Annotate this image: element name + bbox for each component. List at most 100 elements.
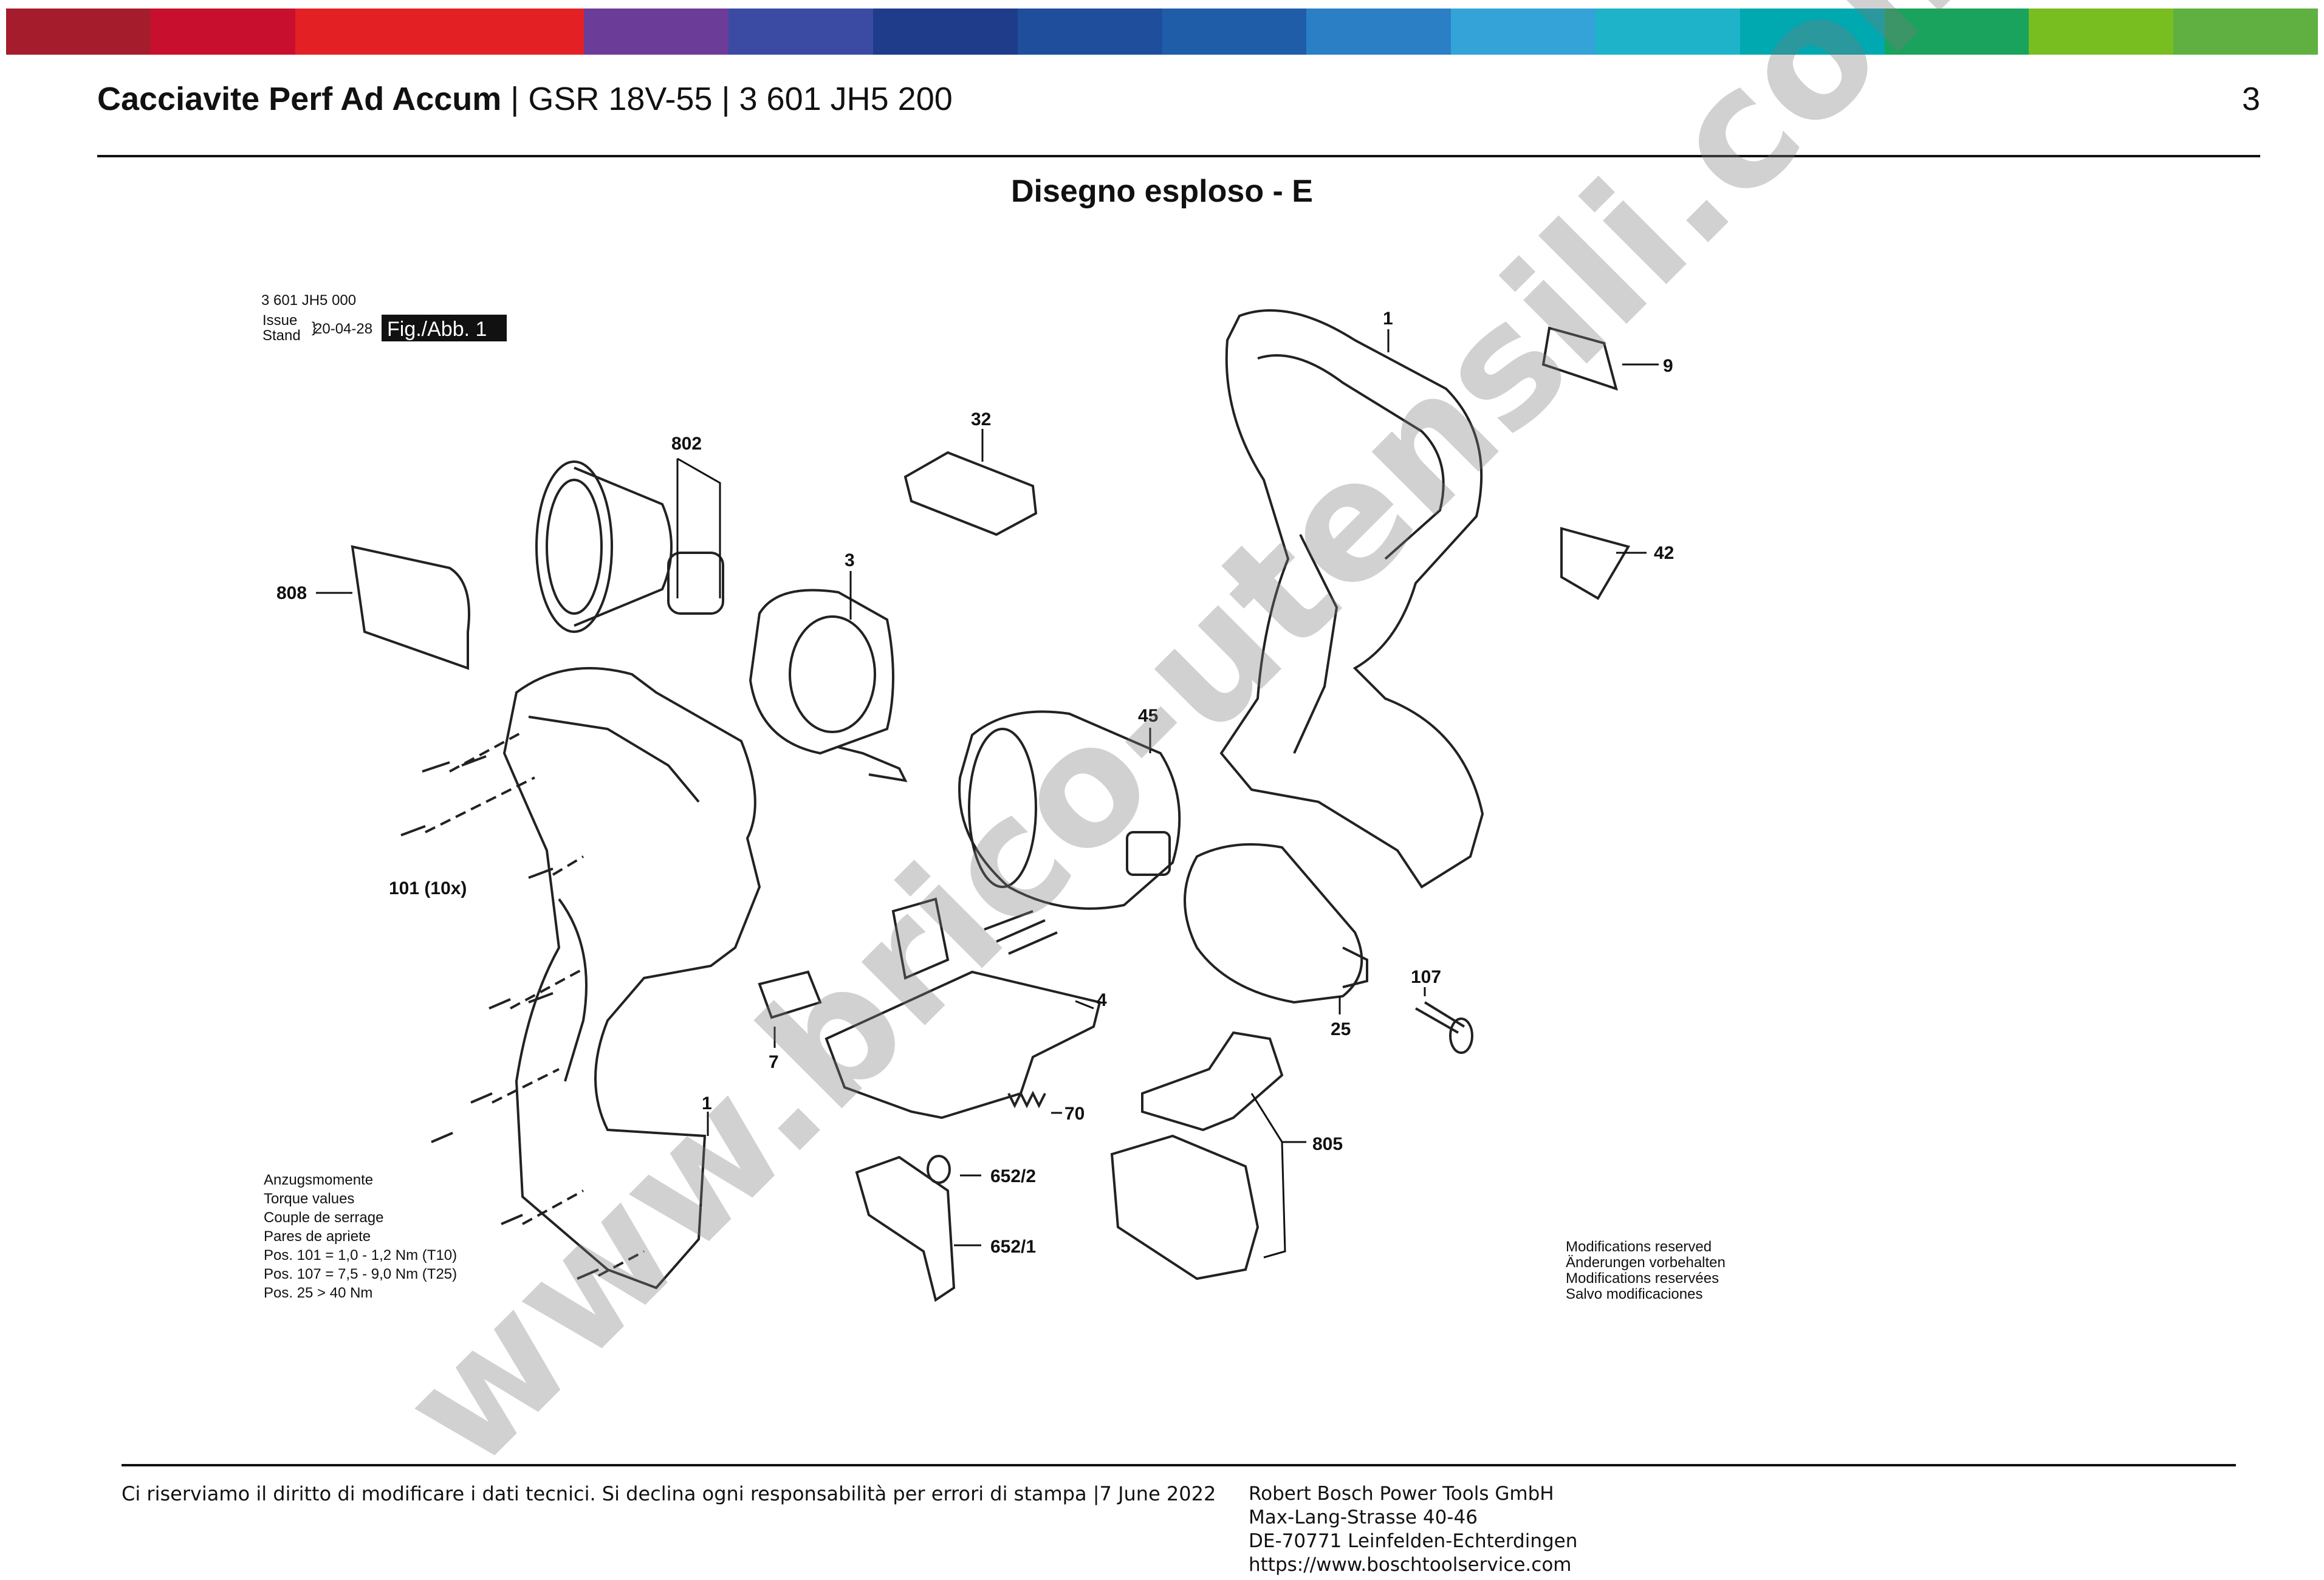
- housing-inner-rib: [1257, 354, 1445, 560]
- stator-bore: [789, 615, 876, 733]
- screw-107-head: [1449, 1017, 1473, 1054]
- modifications-note: Modifications reserved Änderungen vorbeh…: [1566, 1239, 1726, 1302]
- leader-805: [1250, 1093, 1306, 1259]
- motor-armature: [574, 467, 673, 627]
- product-name: Cacciavite Perf Ad Accum: [97, 81, 502, 117]
- stator-wire: [838, 746, 908, 782]
- address-website[interactable]: https://www.boschtoolservice.com: [1249, 1554, 1572, 1576]
- callout-9: 9: [1663, 356, 1673, 376]
- color-segment: [2029, 9, 2174, 55]
- torque-line: Pares de apriete: [264, 1228, 371, 1245]
- callout-70: 70: [1064, 1104, 1085, 1124]
- battery-cover: [903, 451, 1038, 536]
- callout-101: 101 (10x): [389, 878, 467, 898]
- color-segment: [1740, 9, 1885, 55]
- chuck-tip: [1342, 946, 1368, 988]
- bracket: }: [312, 320, 317, 336]
- brand-color-bar: [6, 9, 2318, 55]
- callout-808: 808: [276, 583, 307, 603]
- color-segment: [584, 9, 729, 55]
- torque-line: Anzugsmomente: [264, 1172, 373, 1188]
- torque-line: Pos. 101 = 1,0 - 1,2 Nm (T10): [264, 1247, 457, 1264]
- color-segment: [1884, 9, 2029, 55]
- footer-address: Robert Bosch Power Tools GmbH Max-Lang-S…: [1249, 1482, 1577, 1577]
- torque-values: Anzugsmomente Torque values Couple de se…: [264, 1172, 457, 1301]
- drawing-ref-number: 3 601 JH5 000: [261, 292, 356, 309]
- color-segment: [728, 9, 873, 55]
- color-segment: [1017, 9, 1162, 55]
- screws-101: [400, 755, 599, 1280]
- color-segment: [1451, 9, 1596, 55]
- document-title: Cacciavite Perf Ad Accum | GSR 18V-55 | …: [97, 80, 953, 118]
- callout-3: 3: [845, 550, 855, 570]
- housing-grip-rib: [1293, 534, 1339, 754]
- color-segment: [1306, 9, 1452, 55]
- torque-line: Pos. 25 > 40 Nm: [264, 1285, 372, 1301]
- modifications-line: Änderungen vorbehalten: [1566, 1254, 1726, 1271]
- label-42-shape: [1560, 527, 1631, 600]
- label-9-shape: [1541, 326, 1618, 391]
- callout-4: 4: [1097, 990, 1107, 1010]
- clip-screw-head: [927, 1155, 951, 1184]
- address-city: DE-70771 Leinfelden-Echterdingen: [1249, 1530, 1578, 1552]
- header-divider: [97, 155, 2260, 157]
- gearbox: [958, 710, 1181, 910]
- housing-shell-left: [502, 667, 761, 1290]
- product-code: | GSR 18V-55 | 3 601 JH5 200: [501, 81, 953, 117]
- fig-label: Fig./Abb. 1: [387, 318, 487, 341]
- label-808-shape: [351, 545, 470, 670]
- gearbox-back: [968, 728, 1037, 888]
- part-outlines: [351, 309, 1631, 1302]
- fig-badge: [382, 315, 507, 341]
- color-segment: [295, 9, 440, 55]
- assembly-leaders: [425, 731, 645, 1277]
- color-segment: [1162, 9, 1307, 55]
- footer-divider: [122, 1464, 2236, 1466]
- screw-107: [1415, 1001, 1465, 1034]
- callout-652-2: 652/2: [990, 1166, 1036, 1186]
- belt-clip: [855, 1155, 956, 1302]
- spring: [1007, 1090, 1046, 1109]
- torque-line: Pos. 107 = 7,5 - 9,0 Nm (T25): [264, 1266, 457, 1282]
- color-segment: [872, 9, 1018, 55]
- housing-left-rib: [528, 716, 700, 803]
- chuck: [1184, 843, 1363, 1004]
- color-segment: [1595, 9, 1740, 55]
- callout-lines: [316, 329, 1659, 1259]
- torque-line: Torque values: [264, 1191, 354, 1207]
- color-segment: [6, 9, 151, 55]
- issue-label: Issue: [262, 312, 297, 329]
- callout-1-bottom: 1: [702, 1093, 712, 1113]
- electronics-board: [824, 970, 1102, 1120]
- color-segment: [439, 9, 584, 55]
- callout-32: 32: [971, 409, 991, 429]
- callout-45: 45: [1138, 706, 1158, 726]
- address-company: Robert Bosch Power Tools GmbH: [1249, 1483, 1554, 1505]
- motor-fan: [535, 460, 613, 633]
- section-title: Disegno esploso - E: [1011, 174, 1313, 209]
- callout-805: 805: [1312, 1134, 1343, 1154]
- callout-802: 802: [671, 434, 702, 454]
- modifications-line: Modifications reserved: [1566, 1239, 1712, 1255]
- callout-42: 42: [1654, 543, 1674, 563]
- gearbox-spindle: [1126, 831, 1171, 876]
- electronics-switch-block: [891, 897, 950, 980]
- address-street: Max-Lang-Strasse 40-46: [1249, 1506, 1478, 1528]
- footer-disclaimer: Ci riserviamo il diritto di modificare i…: [122, 1482, 1216, 1505]
- stand-label: Stand: [262, 327, 301, 344]
- motor-pinion: [667, 552, 724, 615]
- housing-shell-right: [1219, 309, 1484, 889]
- callout-1-top: 1: [1383, 309, 1393, 329]
- housing-left-grip: [558, 898, 588, 1082]
- modifications-line: Salvo modificaciones: [1566, 1286, 1702, 1302]
- callout-7: 7: [769, 1052, 779, 1072]
- trigger: [1141, 1031, 1284, 1132]
- torque-line: Couple de serrage: [264, 1209, 383, 1226]
- callout-652-1: 652/1: [990, 1237, 1036, 1257]
- page-number: 3: [2241, 81, 2260, 117]
- motor-fan-inner: [546, 479, 603, 615]
- color-segment: [150, 9, 295, 55]
- motor-stator: [749, 589, 894, 755]
- color-segment: [2173, 9, 2318, 55]
